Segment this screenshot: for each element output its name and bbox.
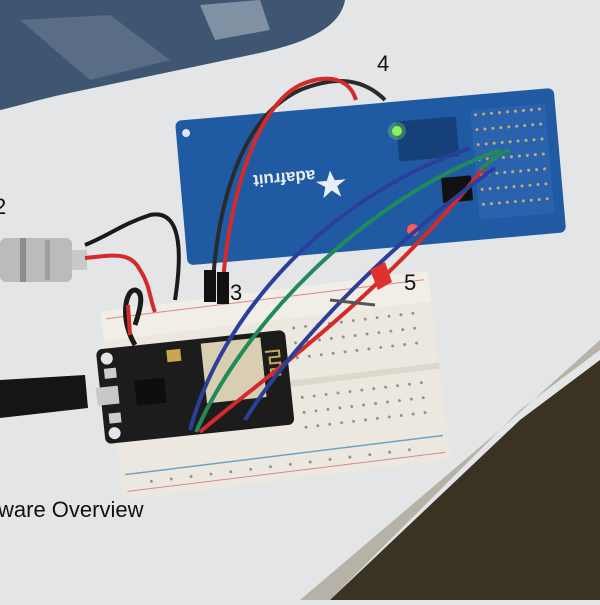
label-2: 2 — [0, 194, 7, 219]
figure-caption: ware Overview — [0, 497, 144, 522]
nodemcu-board — [95, 330, 295, 444]
label-5: 5 — [404, 270, 417, 295]
usb-cable — [0, 375, 88, 418]
label-4: 4 — [377, 51, 390, 76]
label-3: 3 — [230, 280, 243, 305]
nfc-shield: adafruit — [175, 88, 566, 265]
barrel-jack — [0, 238, 87, 282]
